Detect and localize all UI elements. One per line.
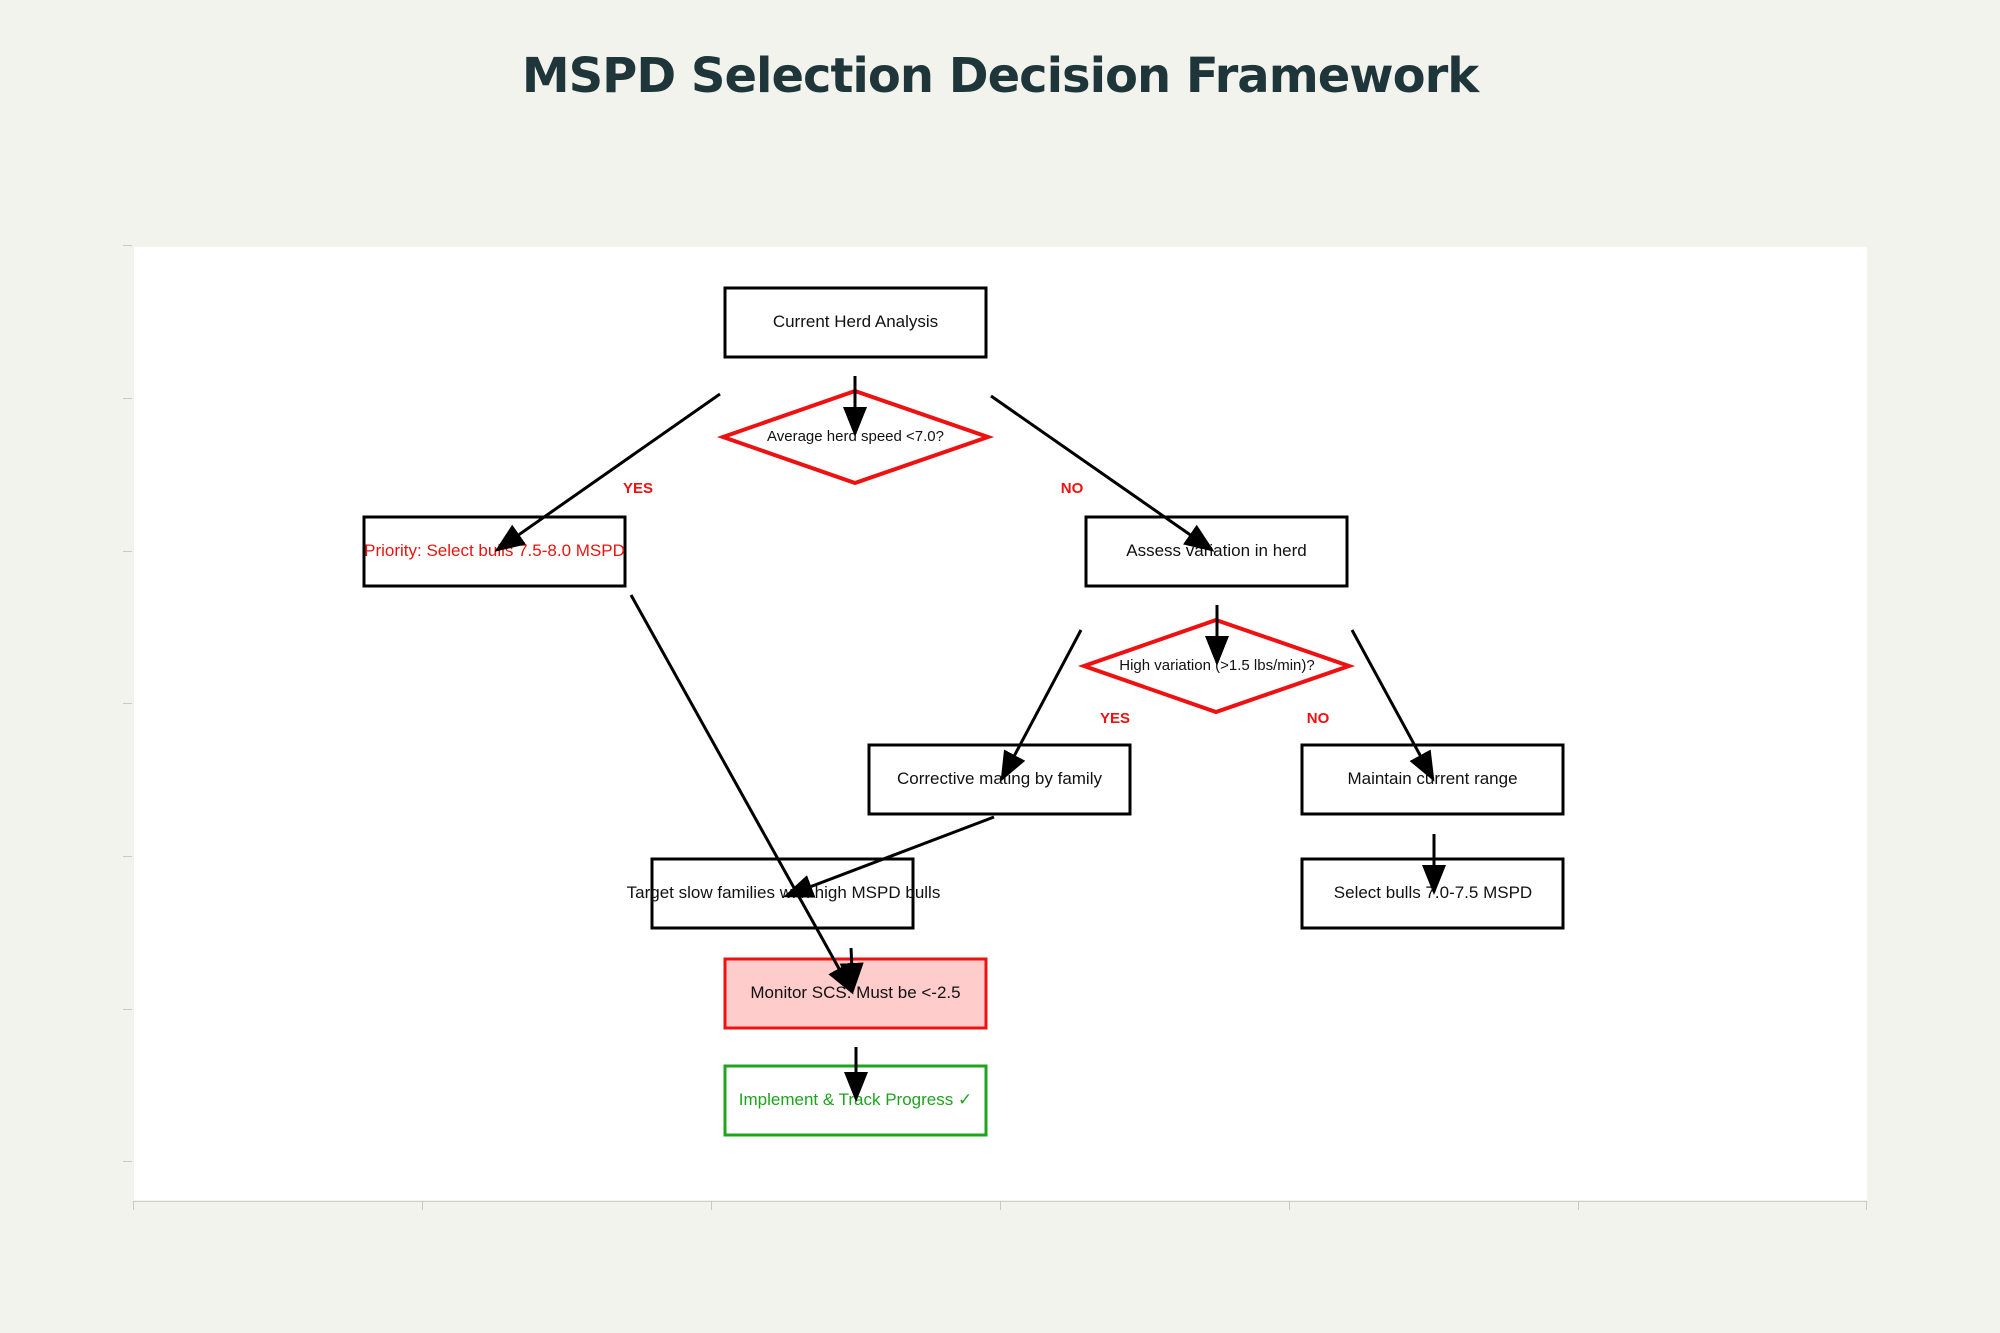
x-axis-tick [133,1201,134,1210]
arrow-corrective-to-target [783,815,995,898]
x-axis-tick [1578,1201,1579,1210]
node-corrective-mating: Corrective mating by family [867,743,1132,816]
y-axis-tick [123,398,132,399]
x-axis-tick [1000,1201,1001,1210]
page-title: MSPD Selection Decision Framework [521,48,1479,104]
branch-label-no: NO [1061,480,1084,497]
arrow-no-to-maintain [1350,629,1435,782]
arrow-no-to-assess [990,394,1215,552]
node-monitor-scs: Monitor SCS: Must be <-2.5 [723,957,988,1030]
x-axis-tick [1289,1201,1290,1210]
node-maintain-range: Maintain current range [1300,743,1565,816]
node-label: Corrective mating by family [897,769,1103,788]
node-label: Assess variation in herd [1126,541,1306,560]
node-label: Current Herd Analysis [773,312,938,331]
arrow-yes-to-priority [494,392,721,552]
node-label: Target slow families with high MSPD bull… [627,883,941,902]
y-axis-tick [123,1009,132,1010]
branch-label-yes: YES [623,480,653,497]
arrow-yes-to-corrective [1000,629,1083,782]
y-axis-tick [123,1161,132,1162]
diagram-canvas [134,247,1867,1200]
arrow-priority-to-monitor [629,594,854,995]
node-target-slow-families: Target slow families with high MSPD bull… [627,857,941,930]
node-current-herd-analysis: Current Herd Analysis [723,286,988,359]
branch-label-no: NO [1307,710,1330,727]
y-axis-tick [123,551,132,552]
node-label: Priority: Select bulls 7.5-8.0 MSPD [364,541,625,560]
x-axis-tick [711,1201,712,1210]
node-assess-variation: Assess variation in herd [1084,515,1349,588]
node-label: Monitor SCS: Must be <-2.5 [750,983,960,1002]
y-axis-tick [123,856,132,857]
y-axis-tick [123,703,132,704]
y-axis-tick [123,245,132,246]
node-priority-select: Priority: Select bulls 7.5-8.0 MSPD [362,515,627,588]
decision-high-variation: High variation (>1.5 lbs/min)? [1077,617,1356,715]
x-axis-tick [422,1201,423,1210]
branch-label-yes: YES [1100,710,1130,727]
x-axis-tick [1866,1201,1867,1210]
arrow-target-to-monitor [839,947,864,993]
